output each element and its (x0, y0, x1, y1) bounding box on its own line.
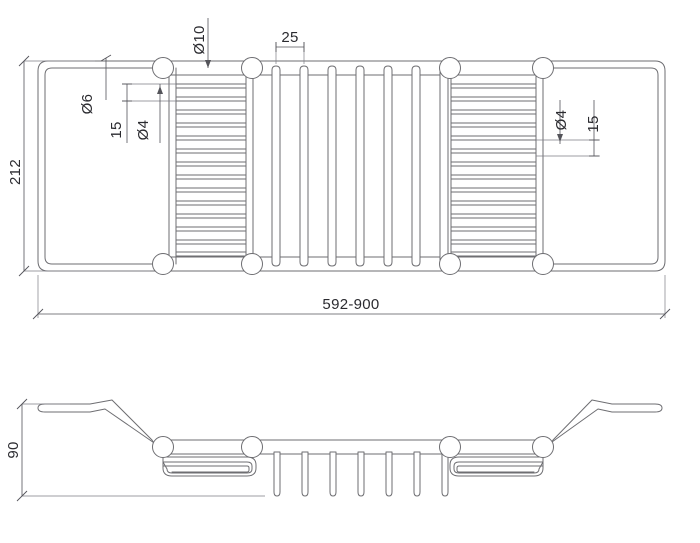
dim-side-height-90 (16, 398, 265, 502)
label-side-height: 90 (5, 441, 22, 458)
label-dia-6: Ø6 (79, 94, 96, 115)
label-dia-4-left: Ø4 (135, 120, 152, 141)
right-hook-arm (544, 399, 663, 448)
label-rod-pitch: 25 (281, 29, 298, 46)
joint-node (439, 57, 461, 79)
dimension-labels: 212 592-900 90 25 Ø10 Ø6 15 Ø4 Ø4 15 (5, 25, 602, 458)
label-dia-10: Ø10 (191, 25, 208, 54)
label-overall-width: 592-900 (322, 296, 379, 313)
top-view (37, 57, 666, 275)
side-center-rods (273, 451, 449, 497)
left-basket-loops (162, 456, 257, 477)
joint-node (241, 57, 263, 79)
label-pitch-15-left: 15 (108, 121, 125, 138)
bottom-rail (162, 256, 544, 272)
joint-node (439, 253, 461, 275)
dim-dia-10 (205, 18, 211, 68)
dim-rod-pitch-25 (275, 42, 305, 64)
joint-node (241, 436, 263, 458)
dim-dia-6 (100, 54, 112, 100)
dim-overall-width (32, 275, 671, 320)
label-overall-height: 212 (7, 159, 24, 185)
joint-node (152, 436, 174, 458)
side-main-bar (162, 439, 544, 455)
joint-node (241, 253, 263, 275)
joint-nodes-side-view (152, 436, 554, 458)
dim-overall-height (18, 55, 150, 277)
right-handle-loop (542, 60, 666, 272)
joint-node (532, 253, 554, 275)
joint-node (152, 253, 174, 275)
dim-left-ladder (122, 83, 176, 143)
top-rail (162, 60, 544, 76)
joint-node (532, 57, 554, 79)
label-pitch-15-right: 15 (585, 115, 602, 132)
joint-node (439, 436, 461, 458)
right-ladder-rungs (450, 83, 537, 257)
joint-node (532, 436, 554, 458)
left-handle-loop (37, 60, 164, 272)
label-dia-4-right: Ø4 (553, 110, 570, 131)
left-ladder-rungs (175, 83, 247, 257)
center-vertical-rods (271, 65, 449, 267)
left-hook-arm (37, 399, 161, 448)
joint-nodes-top-view (152, 57, 554, 275)
side-view (37, 399, 663, 497)
side-view-dimensions (16, 398, 265, 502)
joint-node (152, 57, 174, 79)
dim-right-ladder (536, 100, 600, 157)
top-view-dimensions (18, 18, 671, 320)
right-basket-loops (449, 456, 544, 477)
